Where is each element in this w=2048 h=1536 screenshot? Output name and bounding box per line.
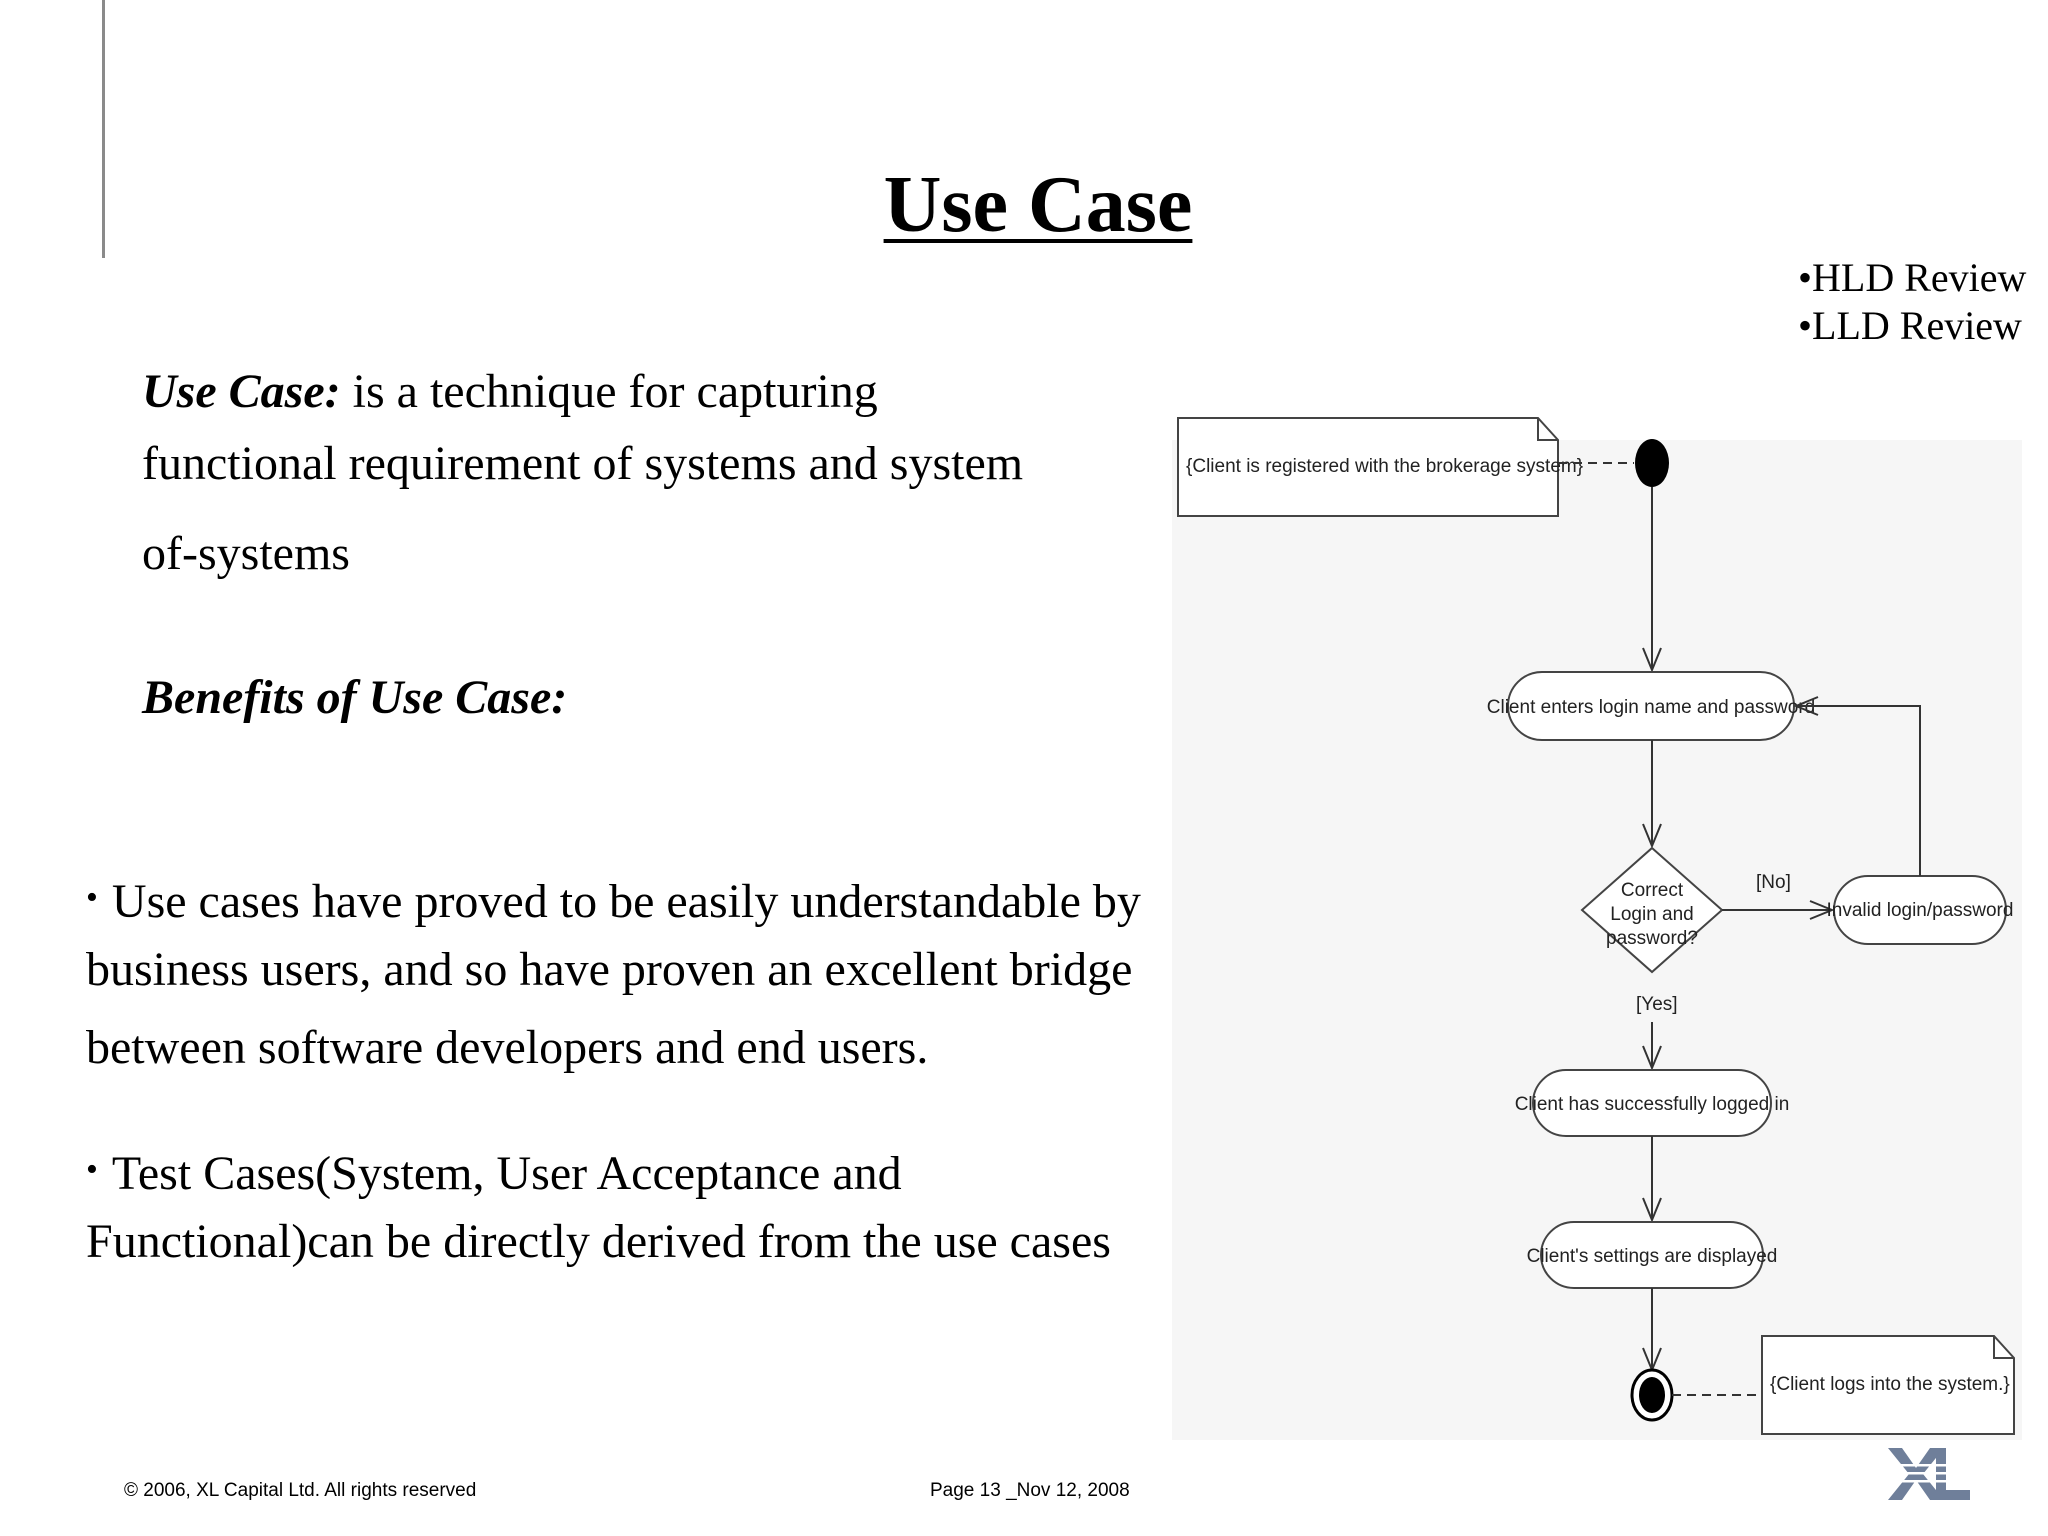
use-case-definition: Use Case: is a technique for capturing f… bbox=[142, 356, 1142, 590]
note-top: {Client is registered with the brokerage… bbox=[1177, 417, 1583, 517]
review-item-hld: •HLD Review bbox=[1798, 255, 2027, 300]
activity-invalid-login: Invalid login/password bbox=[1827, 875, 2014, 945]
review-item-lld: •LLD Review bbox=[1798, 303, 2022, 348]
decision-label-line3: password? bbox=[1606, 928, 1698, 949]
activity-settings-displayed: Client's settings are displayed bbox=[1527, 1221, 1778, 1289]
definition-text-line2: functional requirement of systems and sy… bbox=[142, 437, 1024, 490]
activity-logged-in-label: Client has successfully logged in bbox=[1515, 1094, 1790, 1115]
activity-enter-credentials-label: Client enters login name and password bbox=[1487, 697, 1815, 718]
note-bottom: {Client logs into the system.} bbox=[1761, 1335, 2015, 1435]
activity-invalid-login-label: Invalid login/password bbox=[1827, 900, 2014, 921]
xl-capital-logo bbox=[1886, 1446, 1972, 1502]
bullet-dot: • bbox=[86, 878, 98, 916]
login-activity-diagram: {Client is registered with the brokerage… bbox=[1172, 400, 2022, 1440]
benefits-heading: Benefits of Use Case: bbox=[142, 671, 568, 724]
activity-enter-credentials: Client enters login name and password bbox=[1487, 671, 1815, 741]
note-bottom-text: {Client logs into the system.} bbox=[1770, 1374, 2010, 1395]
bullet-1-line1: Use cases have proved to be easily under… bbox=[111, 875, 1141, 928]
end-node bbox=[1630, 1368, 1674, 1422]
definition-text-line1: is a technique for capturing bbox=[340, 365, 878, 418]
benefit-bullet-1: • Use cases have proved to be easily unde… bbox=[86, 870, 1246, 1080]
decision-correct-login: Correct Login and password? bbox=[1580, 846, 1724, 974]
start-node bbox=[1635, 439, 1669, 487]
note-top-text: {Client is registered with the brokerage… bbox=[1186, 456, 1583, 477]
decision-label-line2: Login and bbox=[1610, 904, 1693, 925]
bullet-2-line1: Test Cases(System, User Acceptance and bbox=[111, 1147, 902, 1200]
guard-no: [No] bbox=[1756, 872, 1791, 893]
activity-logged-in: Client has successfully logged in bbox=[1515, 1069, 1790, 1137]
activity-settings-displayed-label: Client's settings are displayed bbox=[1527, 1246, 1778, 1267]
bullet-1-line2: business users, and so have proven an ex… bbox=[86, 942, 1133, 996]
footer-page-number: Page 13 _Nov 12, 2008 bbox=[930, 1480, 1130, 1501]
guard-yes: [Yes] bbox=[1636, 994, 1678, 1015]
definition-term: Use Case: bbox=[142, 365, 341, 418]
bullet-2-line2: Functional)can be directly derived from … bbox=[86, 1214, 1111, 1268]
footer-copyright: © 2006, XL Capital Ltd. All rights reser… bbox=[124, 1480, 477, 1501]
slide-left-rule bbox=[102, 0, 105, 258]
definition-text-line3: of-systems bbox=[142, 527, 350, 580]
decision-label-line1: Correct bbox=[1621, 880, 1684, 901]
benefit-bullet-2: •Test Cases(System, User Acceptance and … bbox=[86, 1142, 1246, 1274]
bullet-1-line3: between software developers and end user… bbox=[86, 1020, 929, 1074]
bullet-dot: • bbox=[86, 1150, 98, 1188]
slide-title: Use Case bbox=[883, 161, 1193, 249]
